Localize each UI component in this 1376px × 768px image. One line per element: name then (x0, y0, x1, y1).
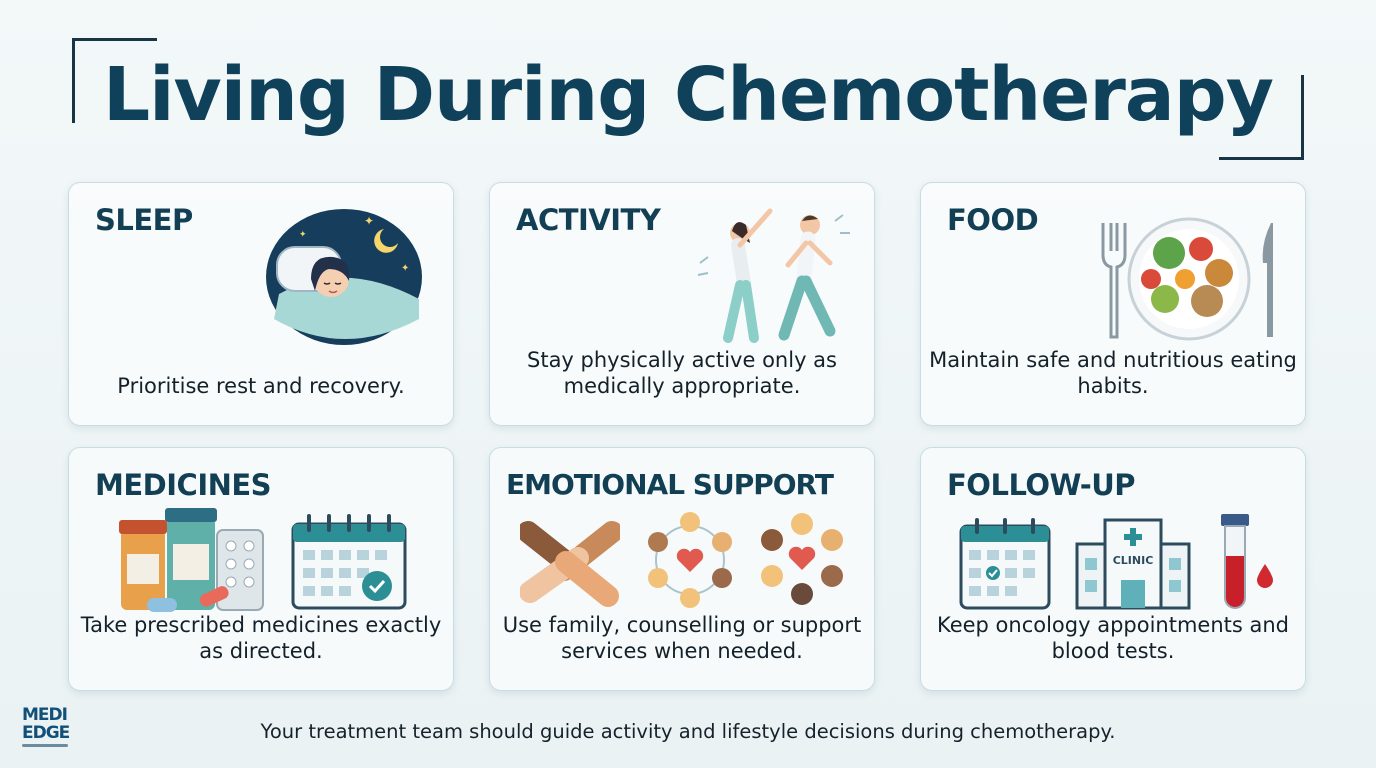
appointment-calendar-icon (959, 518, 1051, 610)
svg-text:✦: ✦ (401, 263, 409, 274)
card-emotional-support-text: Use family, counselling or support servi… (502, 613, 862, 663)
card-activity: ACTIVITY Stay physically active only as … (489, 182, 875, 426)
footer-note: Your treatment team should guide activit… (260, 720, 1116, 743)
food-plate-icon (1101, 217, 1273, 341)
card-follow-up: FOLLOW-UP CLINIC Keep oncology appointme… (920, 447, 1306, 691)
logo-line-2: EDGE (22, 723, 70, 743)
frame-corner-bottom-right (1219, 75, 1304, 160)
stacked-hands-icon (520, 521, 620, 607)
card-food: FOOD Maintain safe and nutritious eating… (920, 182, 1306, 426)
page-title: Living During Chemotherapy (103, 52, 1274, 138)
blood-test-tube-icon (1221, 514, 1273, 609)
svg-text:✦: ✦ (364, 214, 374, 228)
card-sleep: SLEEP ✦ ✦ ✦ Prioritise rest and recovery… (68, 182, 454, 426)
calendar-icon (291, 514, 407, 610)
card-follow-up-text: Keep oncology appointments and blood tes… (936, 613, 1290, 663)
card-activity-heading: ACTIVITY (516, 203, 661, 237)
card-food-text: Maintain safe and nutritious eating habi… (929, 348, 1297, 398)
exercise-people-icon (697, 208, 850, 343)
sleeping-person-icon: ✦ ✦ ✦ (266, 209, 422, 345)
card-medicines-text: Take prescribed medicines exactly as dir… (80, 613, 442, 663)
frame-corner-top-left (72, 38, 157, 123)
logo-underline (22, 744, 68, 747)
mediedge-logo: MEDI EDGE (22, 705, 70, 756)
clinic-building-icon: CLINIC (1075, 518, 1191, 610)
pill-bottles-icon (119, 508, 264, 612)
card-medicines: MEDICINES Take prescribed medicines exac… (68, 447, 454, 691)
card-follow-up-heading: FOLLOW-UP (947, 468, 1136, 502)
card-sleep-heading: SLEEP (95, 203, 193, 237)
clinic-sign-text: CLINIC (1113, 554, 1154, 567)
support-circle-icon (648, 512, 732, 608)
card-medicines-heading: MEDICINES (95, 468, 272, 502)
logo-line-1: MEDI (22, 705, 68, 725)
svg-text:✦: ✦ (299, 230, 307, 240)
card-sleep-text: Prioritise rest and recovery. (117, 374, 405, 398)
title-frame: Living During Chemotherapy (72, 38, 1304, 160)
card-activity-text: Stay physically active only as medically… (527, 348, 837, 398)
card-emotional-support: EMOTIONAL SUPPORT Use family, counsellin… (489, 447, 875, 691)
support-group-icon (761, 513, 843, 605)
card-food-heading: FOOD (947, 203, 1039, 237)
card-emotional-support-heading: EMOTIONAL SUPPORT (506, 468, 834, 501)
